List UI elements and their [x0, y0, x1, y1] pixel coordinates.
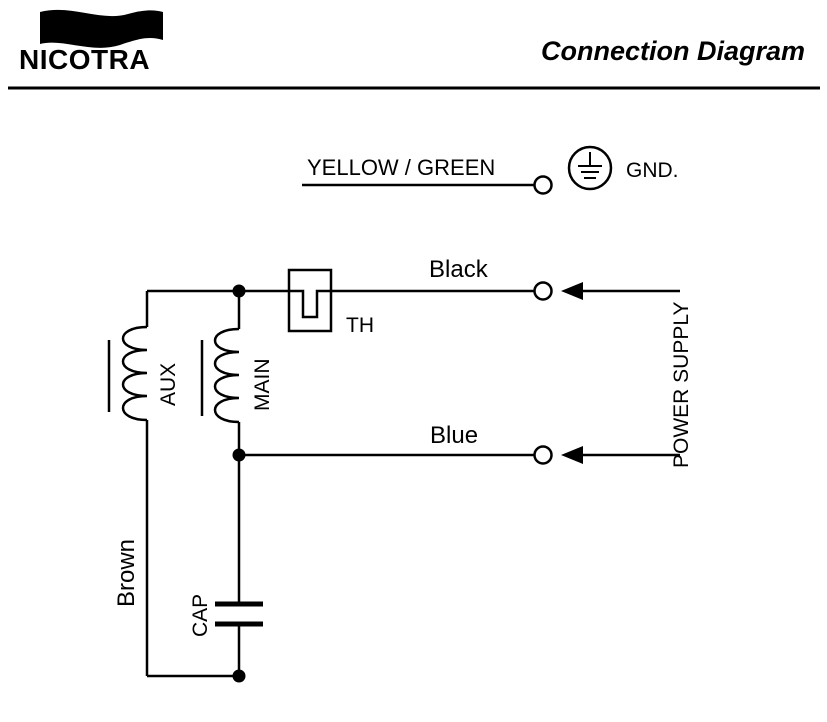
- black-supply-arrow-icon: [561, 282, 680, 300]
- blue-supply-arrow-icon: [561, 446, 680, 464]
- brown-wire-label: Brown: [113, 539, 140, 607]
- ground-symbol-icon: [567, 145, 613, 191]
- blue-wire-label: Blue: [430, 422, 478, 449]
- blue-terminal: [533, 445, 553, 465]
- page-title: Connection Diagram: [541, 36, 805, 66]
- black-terminal: [533, 281, 553, 301]
- thermal-label: TH: [346, 314, 374, 337]
- ground-terminal: [533, 175, 553, 195]
- aux-label: AUX: [157, 363, 180, 406]
- capacitor-icon: [215, 601, 263, 627]
- ground-wire-label: YELLOW / GREEN: [307, 155, 495, 180]
- cap-bottom-junction: [232, 669, 246, 683]
- aux-coil-icon: [107, 325, 148, 422]
- logo-wave-icon: [40, 9, 163, 48]
- main-label: MAIN: [251, 359, 274, 412]
- main-coil-icon: [200, 327, 240, 424]
- nicotra-logo: NICOTRA: [19, 9, 163, 75]
- ground-label: GND.: [626, 159, 679, 182]
- power-supply-label: POWER SUPPLY: [670, 302, 693, 468]
- brand-name: NICOTRA: [19, 44, 150, 75]
- black-wire-label: Black: [429, 256, 489, 283]
- capacitor-label: CAP: [189, 594, 212, 637]
- thermal-protector-icon: [287, 268, 333, 333]
